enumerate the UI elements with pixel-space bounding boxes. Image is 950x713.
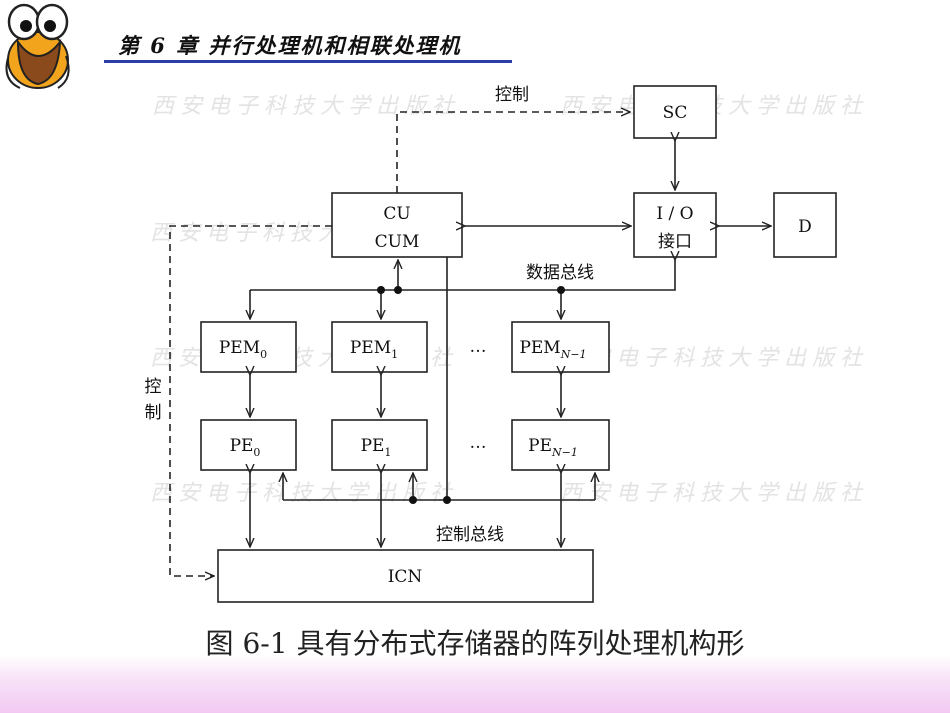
- cum-label: CUM: [375, 232, 420, 252]
- pemn-box: [511, 321, 610, 373]
- d-label: D: [798, 217, 812, 237]
- icn-label: ICN: [388, 567, 423, 587]
- control-dashed-cu-sc: [396, 112, 630, 193]
- sc-label: SC: [663, 103, 688, 123]
- pemn-label: PEMN−1: [519, 338, 586, 361]
- pem1-box: [331, 321, 428, 373]
- junction-dot: [443, 496, 451, 504]
- data-bus: [250, 260, 675, 291]
- pe1-box: [331, 419, 428, 471]
- watermark: 西安电子科技大学出版社: [152, 94, 461, 119]
- io-label: I / O: [656, 204, 693, 224]
- chapter-title: 第 6 章 并行处理机和相联处理机: [118, 33, 462, 58]
- data-bus-label: 数据总线: [526, 263, 594, 283]
- figure-caption: 图 6-1 具有分布式存储器的阵列处理机构形: [205, 627, 745, 660]
- control-dashed-cu-icn: [169, 225, 332, 576]
- icn-box: [217, 549, 594, 603]
- io-interface-label: 接口: [658, 232, 692, 252]
- ellipsis-pe: …: [470, 433, 487, 453]
- mascot-logo-icon: [5, 3, 70, 89]
- junction-dot: [377, 286, 385, 294]
- ellipsis-pem: …: [470, 337, 487, 357]
- control-bus-label: 控制总线: [436, 525, 504, 545]
- header-underline: [104, 60, 512, 63]
- junction-dot: [394, 286, 402, 294]
- junction-dot: [557, 286, 565, 294]
- cu-label: CU: [383, 204, 410, 224]
- pem0-label: PEM0: [219, 338, 267, 361]
- junction-dot: [409, 496, 417, 504]
- pem1-label: PEM1: [350, 338, 398, 361]
- d-box: [773, 192, 837, 258]
- pem0-box: [200, 321, 297, 373]
- control-label-left-1: 控: [145, 377, 162, 397]
- control-label-top: 控制: [495, 85, 529, 105]
- watermark: 西安电子科技大学出版社: [560, 346, 869, 371]
- sc-box: [633, 85, 717, 139]
- watermark: 西安电子科技大学出版社: [150, 481, 459, 506]
- pen-box: [511, 419, 610, 471]
- pe1-label: PE1: [361, 436, 392, 459]
- pe0-label: PE0: [230, 436, 261, 459]
- pen-label: PEN−1: [528, 436, 578, 459]
- pe0-box: [200, 419, 297, 471]
- watermark: 西安电子科技大学出版社: [560, 481, 869, 506]
- control-label-left-2: 制: [145, 403, 162, 423]
- bottom-gradient-band: [0, 655, 950, 713]
